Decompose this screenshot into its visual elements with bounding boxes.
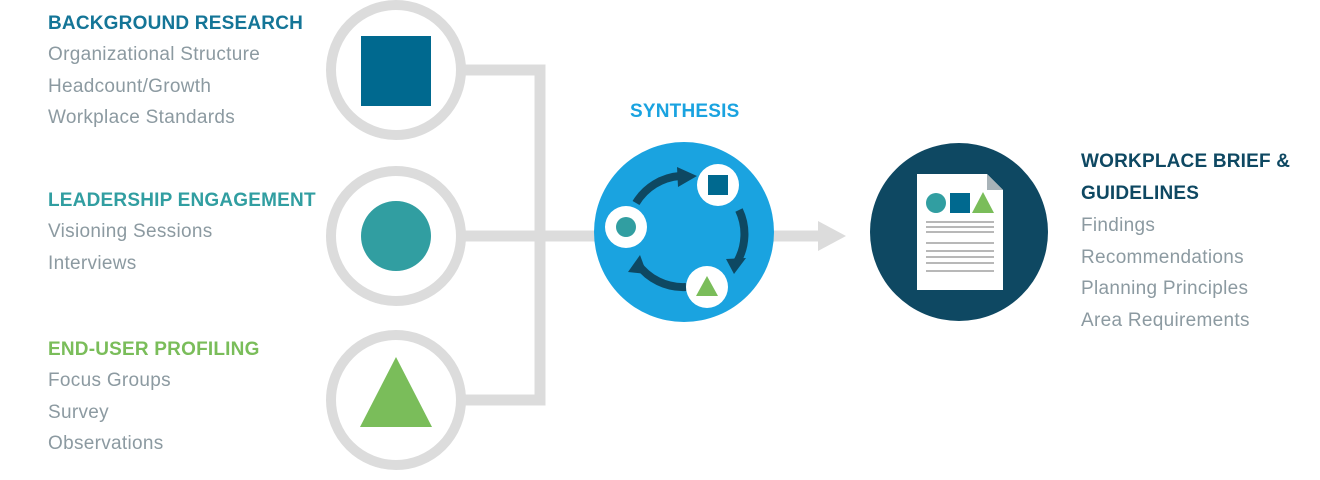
triangle-badge: [686, 266, 728, 308]
list-item: Recommendations: [1081, 246, 1244, 268]
output-node: [870, 143, 1048, 321]
workplace-brief-heading-line-1: WORKPLACE BRIEF &: [1081, 151, 1291, 172]
circle-badge: [605, 206, 647, 248]
background-research-block: BACKGROUND RESEARCH Organizational Struc…: [48, 8, 303, 134]
square-icon: [361, 36, 431, 106]
document-icon: [917, 174, 1003, 290]
leadership-engagement-block: LEADERSHIP ENGAGEMENT Visioning Sessions…: [48, 185, 316, 279]
list-item: Visioning Sessions: [48, 221, 213, 242]
end-user-profiling-heading: END-USER PROFILING: [48, 339, 260, 360]
list-item: Observations: [48, 433, 164, 454]
list-item: Workplace Standards: [48, 107, 235, 128]
list-item: Focus Groups: [48, 370, 171, 391]
list-item: Planning Principles: [1081, 278, 1249, 299]
triangle-icon: [360, 357, 432, 427]
square-node: [326, 0, 466, 140]
list-item: Survey: [48, 401, 109, 423]
synthesis-heading: SYNTHESIS: [630, 101, 740, 122]
list-item: Organizational Structure: [48, 44, 261, 65]
list-item: Findings: [1081, 215, 1156, 236]
workplace-brief-heading-line-2: GUIDELINES: [1081, 183, 1200, 204]
triangle-node: [326, 330, 466, 470]
background-research-heading: BACKGROUND RESEARCH: [48, 13, 304, 34]
end-user-profiling-block: END-USER PROFILING Focus Groups Survey O…: [48, 334, 260, 460]
circle-icon: [361, 201, 431, 271]
leadership-engagement-heading: LEADERSHIP ENGAGEMENT: [48, 190, 316, 211]
list-item: Area Requirements: [1081, 309, 1250, 331]
synthesis-node: [594, 142, 774, 322]
square-badge: [697, 164, 739, 206]
list-item: Interviews: [48, 252, 137, 274]
connector-lines: [463, 64, 820, 406]
arrow-right-icon: [818, 221, 846, 251]
arrowheads: [628, 167, 746, 274]
list-item: Headcount/Growth: [48, 75, 212, 97]
workplace-brief-block: WORKPLACE BRIEF & GUIDELINES Findings Re…: [1081, 146, 1290, 336]
synthesis-label-block: SYNTHESIS: [630, 96, 740, 127]
circle-node: [326, 166, 466, 306]
